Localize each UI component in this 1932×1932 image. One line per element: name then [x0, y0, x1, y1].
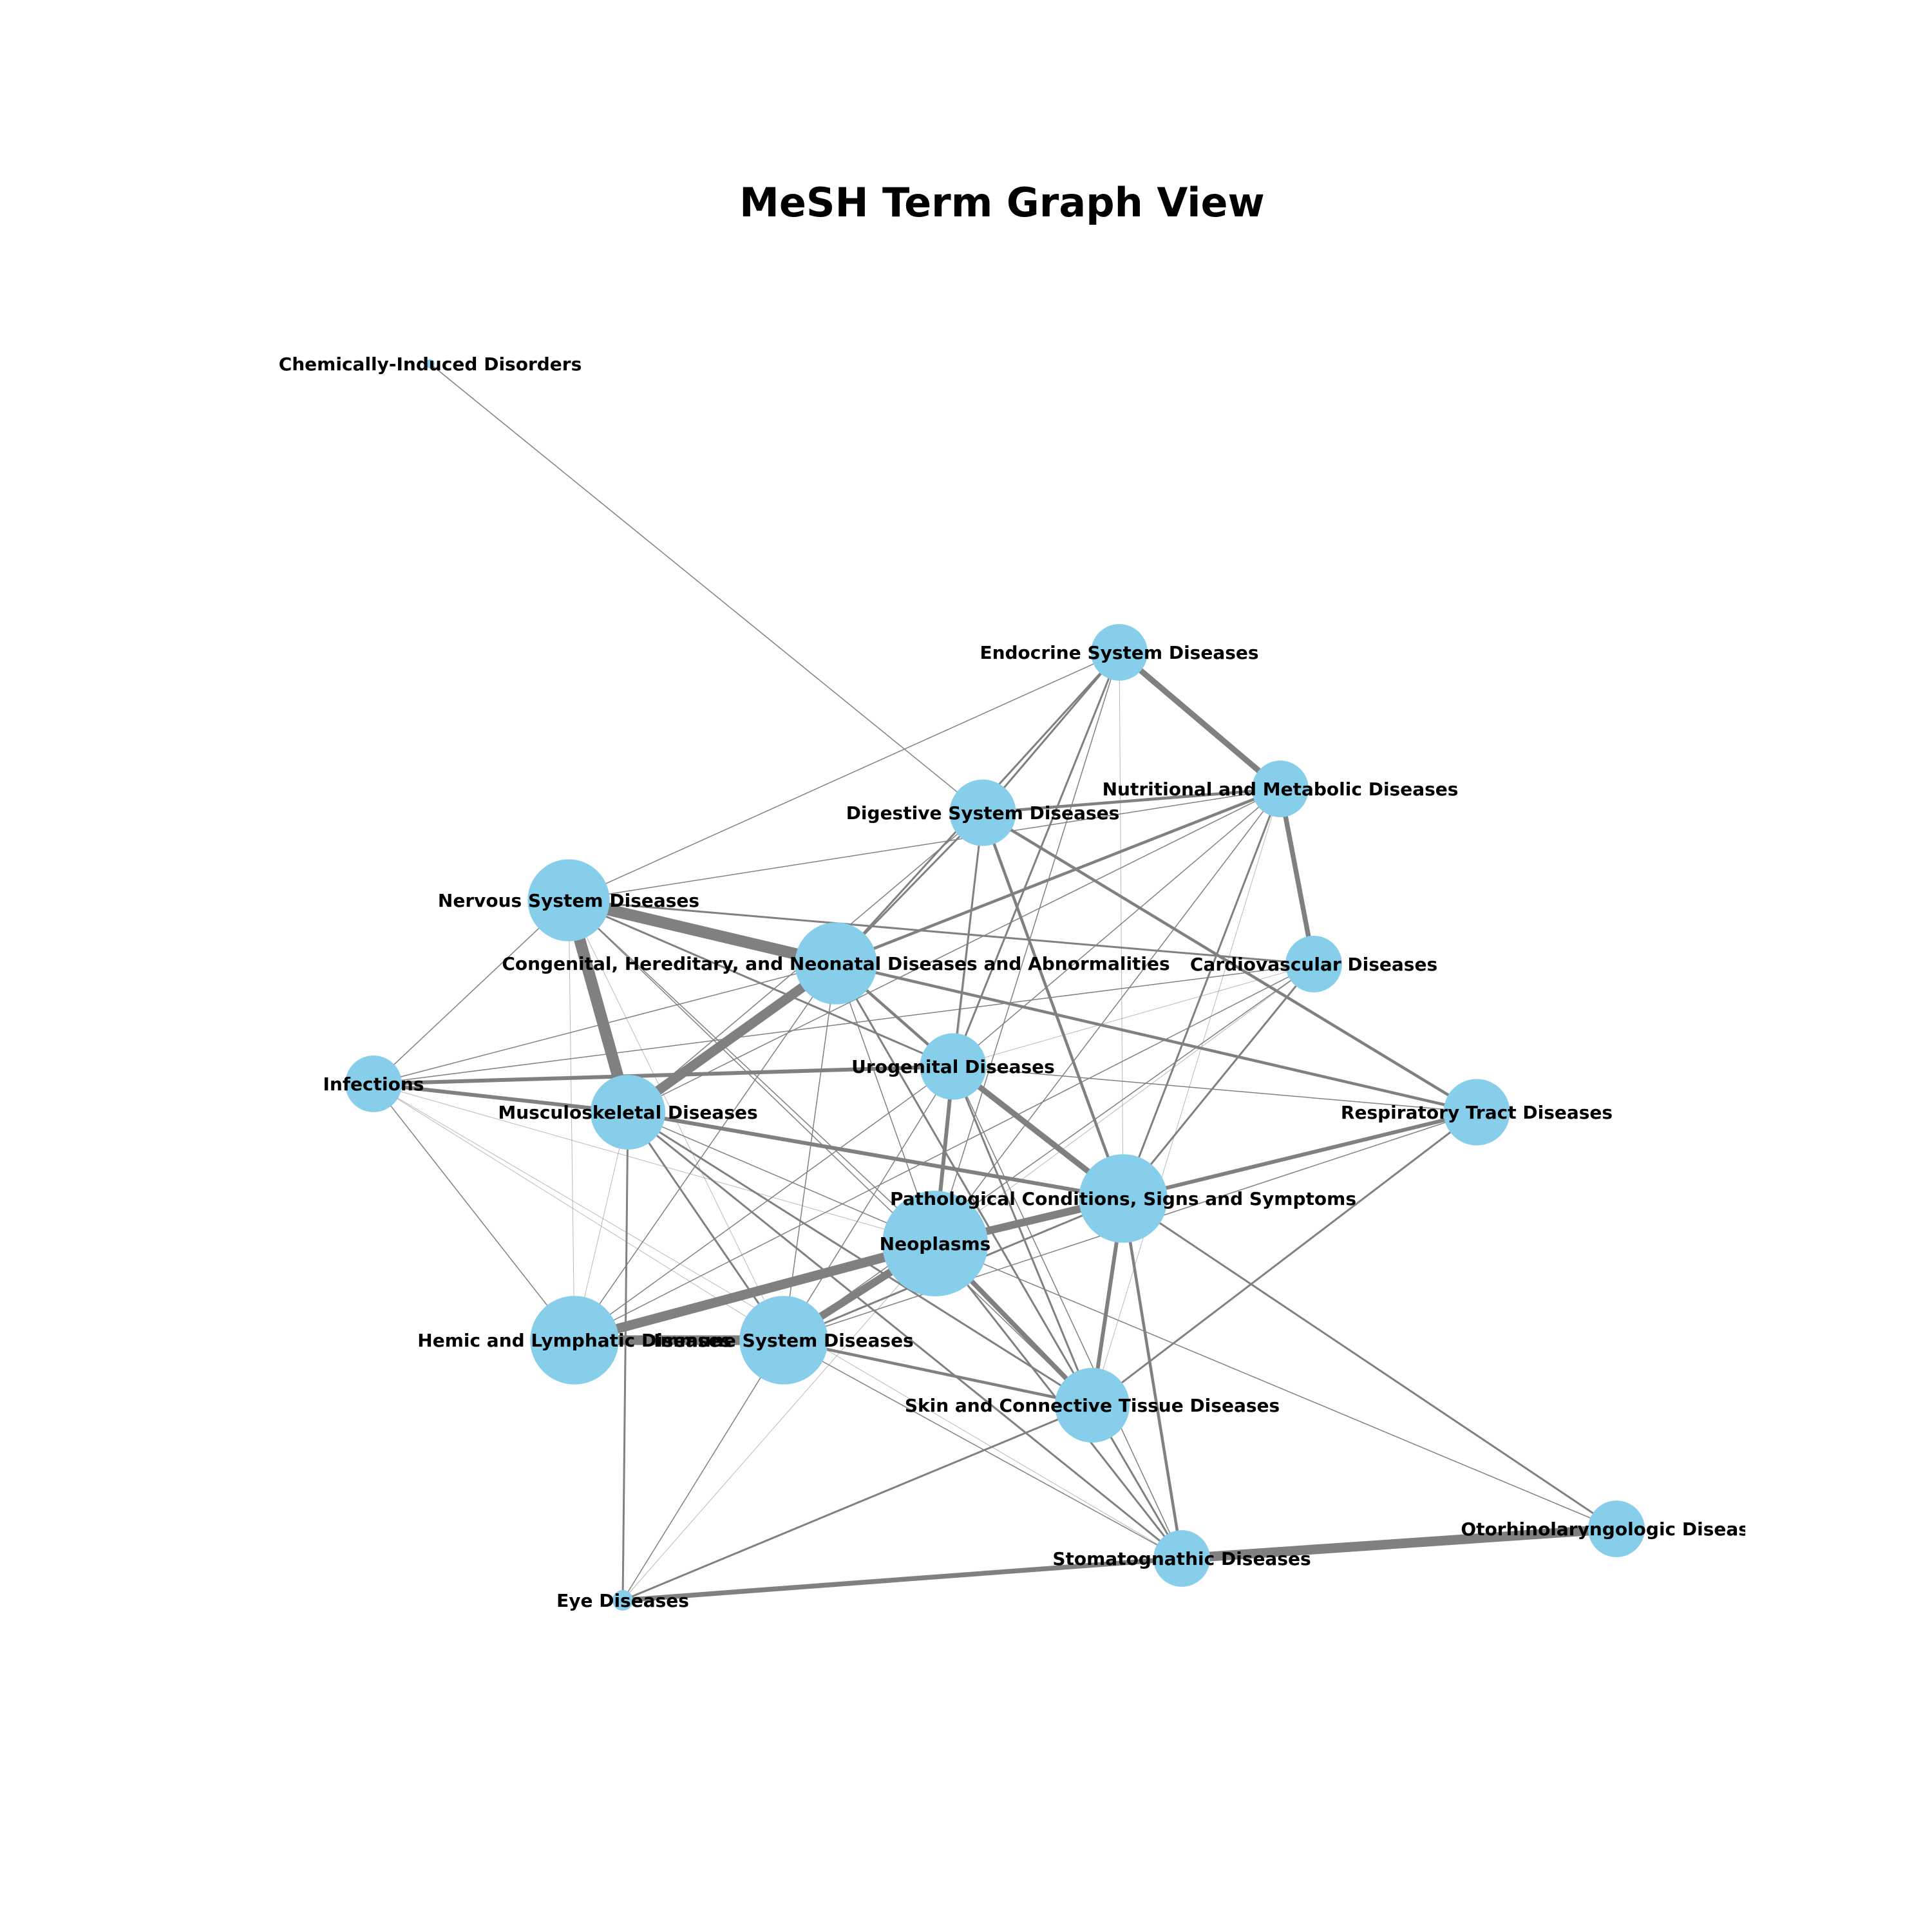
node-label-musc: Musculoskeletal Diseases: [498, 1102, 757, 1123]
edge-uro-stom: [952, 1066, 1182, 1559]
edge-dig-path: [981, 812, 1125, 1199]
edge-nerv-card: [568, 899, 1314, 965]
node-label-nerv: Nervous System Diseases: [438, 890, 699, 911]
node-label-eye: Eye Diseases: [556, 1590, 689, 1611]
node-dig[interactable]: [949, 779, 1016, 846]
node-neo[interactable]: [882, 1191, 988, 1296]
edge-card-imm: [783, 963, 1314, 1341]
graph-title: MeSH Term Graph View: [739, 179, 1265, 226]
edge-uro-hem: [574, 1066, 954, 1341]
edge-card-neo: [934, 963, 1314, 1244]
node-skin[interactable]: [1055, 1368, 1130, 1443]
node-label-nutr: Nutritional and Metabolic Diseases: [1103, 779, 1459, 800]
edge-uro-resp: [952, 1066, 1477, 1113]
edge-nutr-skin: [1092, 788, 1281, 1406]
node-endo[interactable]: [1091, 624, 1148, 681]
edge-stom-oto: [1181, 1524, 1617, 1564]
node-label-resp: Respiratory Tract Diseases: [1341, 1102, 1613, 1123]
node-label-skin: Skin and Connective Tissue Diseases: [905, 1395, 1280, 1416]
node-label-cong: Congenital, Hereditary, and Neonatal Dis…: [502, 953, 1170, 974]
edge-cong-hem: [574, 963, 837, 1341]
edge-cong-resp: [835, 961, 1477, 1114]
node-imm[interactable]: [739, 1296, 828, 1385]
edge-card-inf: [373, 963, 1314, 1084]
node-stom[interactable]: [1153, 1530, 1210, 1587]
node-card[interactable]: [1285, 936, 1342, 992]
edge-inf-musc: [373, 1082, 629, 1114]
edge-endo-path: [1119, 652, 1124, 1199]
edge-card-path: [1122, 963, 1315, 1199]
edge-musc-eye: [621, 1112, 629, 1601]
edge-inf-uro: [373, 1065, 954, 1086]
edge-uro-imm: [783, 1066, 954, 1341]
edge-imm-skin: [783, 1338, 1093, 1407]
edge-nutr-cong: [835, 787, 1281, 965]
edge-uro-skin: [952, 1066, 1094, 1406]
edge-cong-inf: [373, 963, 837, 1084]
edge-musc-neo: [627, 1112, 936, 1244]
node-label-hem: Hemic and Lymphatic Diseases: [417, 1330, 731, 1351]
node-label-uro: Urogenital Diseases: [851, 1056, 1055, 1077]
node-label-oto: Otorhinolaryngologic Diseases: [1461, 1519, 1772, 1540]
edge-skin-eye: [622, 1404, 1093, 1602]
node-cong[interactable]: [795, 922, 877, 1005]
edge-nutr-neo: [934, 788, 1281, 1244]
edge-endo-dig: [981, 652, 1121, 813]
node-label-path: Pathological Conditions, Signs and Sympt…: [890, 1188, 1356, 1209]
node-eye[interactable]: [612, 1590, 633, 1611]
edge-nutr-uro: [952, 788, 1281, 1067]
edge-path-oto: [1122, 1197, 1617, 1530]
edge-stom-eye: [622, 1556, 1182, 1603]
edge-nutr-card: [1278, 788, 1316, 965]
node-hem[interactable]: [530, 1296, 619, 1385]
edge-inf-neo: [373, 1083, 936, 1244]
node-uro[interactable]: [920, 1033, 987, 1100]
edge-inf-hem: [373, 1083, 575, 1341]
edge-dig-resp: [981, 811, 1478, 1113]
edge-nutr-dig: [982, 787, 1281, 815]
node-label-imm: Immune System Diseases: [654, 1330, 913, 1351]
node-nerv[interactable]: [527, 859, 610, 942]
node-chem[interactable]: [426, 359, 435, 368]
edge-path-stom: [1121, 1198, 1184, 1559]
node-path[interactable]: [1079, 1154, 1168, 1243]
edge-card-uro: [952, 963, 1314, 1067]
edge-nerv-skin: [568, 900, 1093, 1406]
edge-nerv-hem: [568, 900, 575, 1341]
node-label-neo: Neoplasms: [880, 1233, 991, 1255]
node-label-card: Cardiovascular Diseases: [1190, 954, 1437, 975]
edge-nerv-inf: [373, 900, 569, 1084]
edge-nerv-cong: [567, 895, 838, 969]
edge-resp-skin: [1092, 1111, 1477, 1406]
edge-neo-eye: [622, 1243, 936, 1601]
edge-neo-oto: [934, 1243, 1617, 1530]
edge-nutr-nerv: [568, 788, 1281, 901]
nodes-layer: [345, 359, 1645, 1611]
node-nutr[interactable]: [1252, 761, 1309, 817]
edge-endo-nutr: [1117, 650, 1282, 791]
edge-chem-dig: [430, 363, 983, 813]
node-oto[interactable]: [1588, 1501, 1645, 1557]
node-musc[interactable]: [591, 1075, 665, 1150]
edge-endo-neo: [934, 652, 1120, 1244]
edge-neo-hem: [573, 1238, 936, 1345]
node-label-chem: Chemically-Induced Disorders: [279, 354, 582, 375]
edge-musc-path: [627, 1110, 1124, 1200]
edge-imm-eye: [622, 1340, 784, 1601]
node-label-inf: Infections: [323, 1074, 424, 1095]
edge-nutr-path: [1122, 788, 1282, 1199]
node-resp[interactable]: [1443, 1079, 1510, 1146]
node-label-endo: Endocrine System Diseases: [980, 642, 1258, 663]
node-inf[interactable]: [345, 1056, 402, 1112]
node-label-dig: Digestive System Diseases: [846, 802, 1120, 824]
node-label-stom: Stomatognathic Diseases: [1052, 1548, 1311, 1569]
edge-endo-nerv: [568, 652, 1120, 901]
edge-musc-imm: [627, 1112, 785, 1341]
edge-imm-stom: [783, 1340, 1182, 1559]
edge-musc-stom: [627, 1111, 1182, 1560]
